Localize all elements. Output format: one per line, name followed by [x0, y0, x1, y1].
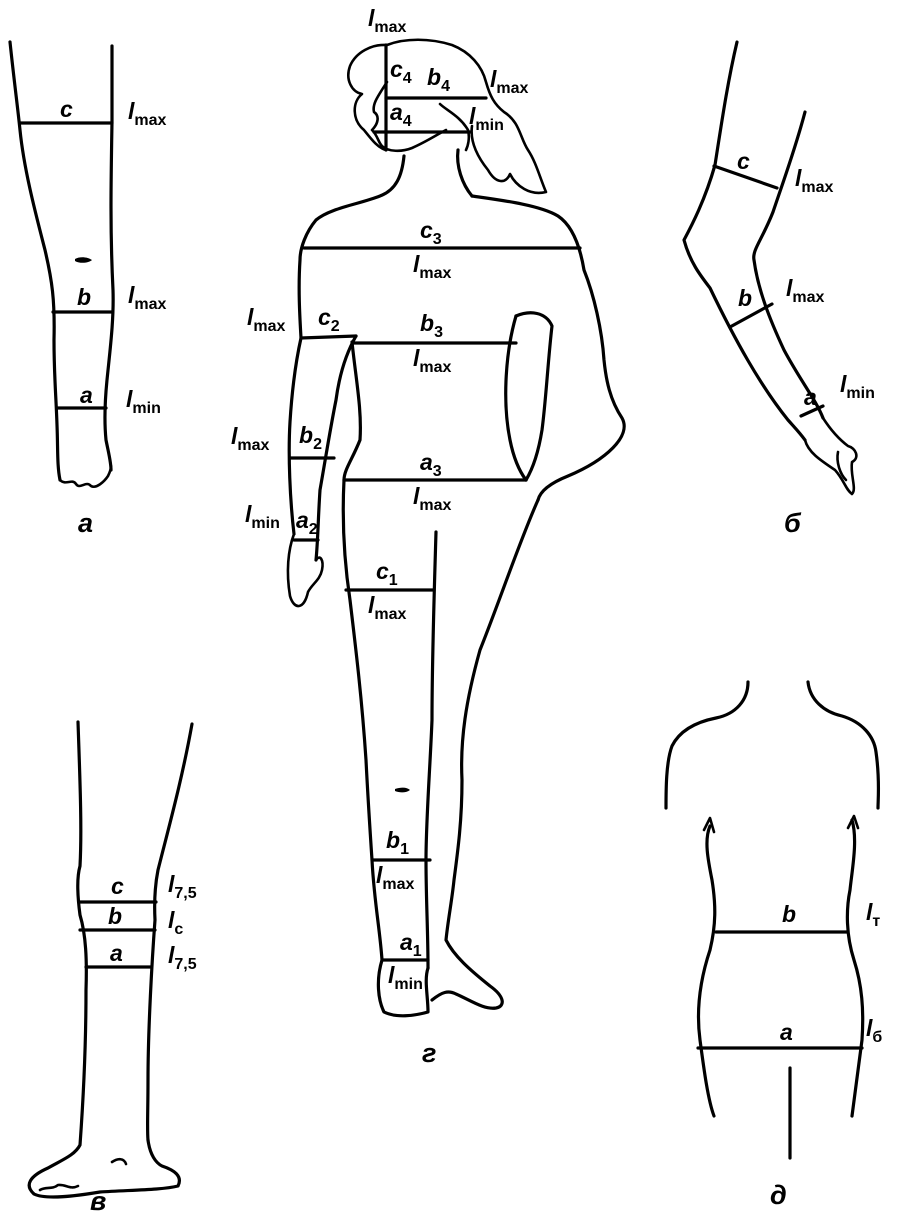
panel-d-torso: b a lт lб д [666, 682, 882, 1210]
figure-label-b3: b3 [420, 310, 443, 341]
figure-label-c4: c4 [390, 56, 412, 87]
figure-label-c1: c1 [376, 558, 398, 589]
figure-label-b4: b4 [427, 64, 450, 95]
arm-b-outline-inner [754, 112, 823, 418]
caption-v: в [90, 1186, 106, 1216]
figure-level-c1: lmax [368, 592, 407, 623]
knee-v-label-b: b [108, 903, 122, 929]
figure-label-b2: b2 [299, 422, 322, 453]
figure-label-a1: a1 [400, 929, 422, 960]
figure-neck-right [458, 150, 472, 196]
arm-b-hand [805, 418, 856, 494]
figure-right-arm-inner [506, 316, 526, 480]
figure-level-a2: lmin [245, 501, 280, 532]
torso-d-label-a: a [780, 1019, 793, 1045]
caption-g: г [422, 1038, 436, 1068]
torso-d-neck-shoulder-left [666, 682, 748, 808]
arm-b-level-c: lmax [795, 165, 834, 196]
leg-a-knee-mark [75, 257, 92, 263]
figure-right-arm-curve [516, 313, 552, 480]
torso-d-level-a: lб [866, 1015, 882, 1046]
figure-label-c3: c3 [420, 217, 442, 248]
arm-b-level-a: lmin [840, 371, 875, 402]
arm-b-outline-outer [684, 42, 805, 440]
arm-b-level-b: lmax [786, 275, 825, 306]
figure-label-c2: c2 [318, 304, 340, 335]
caption-d: д [770, 1180, 787, 1210]
knee-v-label-c: c [111, 873, 124, 899]
knee-v-level-b: lc [168, 907, 183, 938]
figure-knee-mark [395, 788, 410, 793]
figure-level-c2: lmax [247, 304, 286, 335]
knee-v-outline-left [29, 722, 179, 1197]
figure-level-a1: lmin [388, 962, 423, 993]
knee-v-toes [40, 1185, 78, 1190]
panel-a-lower-leg: c b a lmax lmax lmin а [10, 42, 167, 538]
figure-level-b2: lmax [231, 423, 270, 454]
figure-label-b1: b1 [386, 827, 409, 858]
arm-b-label-a: a [804, 384, 817, 410]
figure-level-c3: lmax [413, 251, 452, 282]
figure-label-head-top: lmax [368, 5, 407, 36]
leg-a-outline-left [10, 42, 60, 480]
figure-left-arm-inner [316, 336, 356, 560]
arm-b-label-c: c [737, 148, 750, 174]
figure-leg-right-outer [432, 500, 538, 1008]
leg-a-label-a: a [80, 382, 93, 408]
knee-v-level-c: l7,5 [168, 871, 197, 902]
leg-a-label-c: c [60, 96, 73, 122]
figure-hair-fringe [440, 104, 469, 150]
figure-left-side-waist [344, 342, 360, 480]
torso-d-left-side [698, 826, 714, 1116]
panel-g-full-figure: lmax c4 b4 lmax a4 lmin c3 lmax lmax c2 … [231, 5, 624, 1068]
panel-v-knee: c b a l7,5 lc l7,5 в [29, 722, 197, 1216]
leg-a-foot [60, 466, 111, 487]
figure-label-a3: a3 [420, 449, 442, 480]
arm-b-label-b: b [738, 285, 752, 311]
knee-v-ankle-mark [112, 1159, 126, 1164]
torso-d-right-side [847, 820, 862, 1116]
figure-label-a4: a4 [390, 99, 412, 130]
leg-a-level-c: lmax [128, 98, 167, 129]
knee-v-label-a: a [110, 940, 123, 966]
figure-level-b4: lmax [490, 66, 529, 97]
torso-d-level-b: lт [866, 899, 880, 930]
knee-v-level-a: l7,5 [168, 942, 197, 973]
panel-b-arm: c b a lmax lmax lmin б [684, 42, 875, 538]
leg-a-level-a: lmin [126, 386, 161, 417]
figure-label-a2: a2 [296, 507, 318, 538]
figure-level-b1: lmax [376, 862, 415, 893]
caption-b: б [784, 508, 802, 538]
figure-level-a3: lmax [413, 483, 452, 514]
figure-body-right [472, 196, 624, 500]
leg-a-label-b: b [77, 284, 91, 310]
figure-torso-left [289, 156, 404, 534]
leg-a-level-b: lmax [128, 282, 167, 313]
torso-d-label-b: b [782, 901, 796, 927]
figure-leg-right-inner [426, 532, 436, 968]
leg-a-outline-right [105, 46, 113, 470]
torso-d-neck-shoulder-right [808, 682, 879, 808]
caption-a: а [78, 508, 93, 538]
figure-level-b3: lmax [413, 345, 452, 376]
figure-line-arm-c2 [301, 336, 356, 338]
